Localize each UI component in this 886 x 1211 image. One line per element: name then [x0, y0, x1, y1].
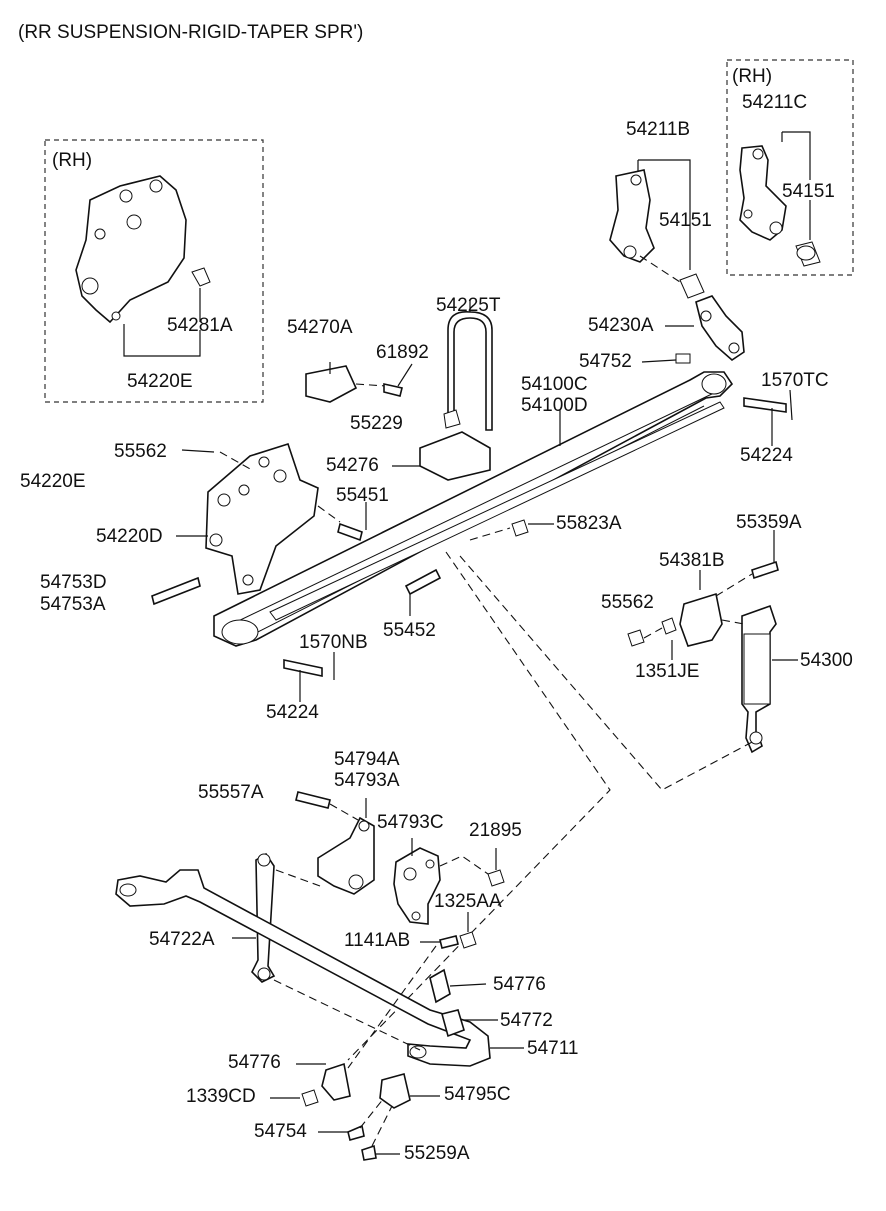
part-label[interactable]: 1339CD	[186, 1086, 256, 1107]
part-label[interactable]: 54276	[326, 455, 379, 476]
part-label[interactable]: 54220D	[96, 526, 163, 547]
part-label[interactable]: 54100D	[521, 395, 588, 416]
part-label[interactable]: 55359A	[736, 512, 802, 533]
part-label[interactable]: 54100C	[521, 374, 588, 395]
part-label[interactable]: 54151	[659, 210, 712, 231]
shackle-drawing	[695, 295, 745, 362]
part-label[interactable]: 54752	[579, 351, 632, 372]
part-label[interactable]: 55562	[114, 441, 167, 462]
diagram-title: (RR SUSPENSION-RIGID-TAPER SPR')	[18, 22, 364, 43]
leaf-spring-drawing	[213, 371, 734, 647]
part-label[interactable]: 54151	[782, 181, 835, 202]
part-label[interactable]: 54300	[800, 650, 853, 671]
part-label[interactable]: 55452	[383, 620, 436, 641]
part-label[interactable]: 54270A	[287, 317, 353, 338]
part-label[interactable]: 54224	[266, 702, 319, 723]
part-label[interactable]: 54230A	[588, 315, 654, 336]
bracket-rh-drawing	[75, 175, 211, 324]
shock-absorber-drawing	[741, 604, 777, 754]
part-label[interactable]: 54722A	[149, 929, 215, 950]
part-label[interactable]: 54754	[254, 1121, 307, 1142]
part-label[interactable]: 1325AA	[434, 891, 502, 912]
part-label[interactable]: 54795C	[444, 1084, 511, 1105]
part-label[interactable]: 54381B	[659, 550, 725, 571]
part-label[interactable]: 54772	[500, 1010, 553, 1031]
inset-label-left: (RH)	[52, 150, 93, 171]
part-label[interactable]: 54281A	[167, 315, 233, 336]
part-label[interactable]: 54220E	[127, 371, 193, 392]
part-label[interactable]: 54211C	[742, 92, 808, 113]
inset-label-right: (RH)	[732, 66, 773, 87]
part-label[interactable]: 1570NB	[299, 632, 368, 653]
part-label[interactable]: 61892	[376, 342, 429, 363]
part-label[interactable]: 54753D	[40, 572, 107, 593]
part-label[interactable]: 54211B	[626, 119, 691, 140]
inset-box-right	[726, 59, 854, 276]
front-bracket-drawing	[205, 443, 319, 595]
part-label[interactable]: 55557A	[198, 782, 264, 803]
part-label[interactable]: 54225T	[436, 295, 501, 316]
part-label[interactable]: 54220E	[20, 471, 86, 492]
part-label[interactable]: 54794A	[334, 749, 400, 770]
part-label[interactable]: 55229	[350, 413, 403, 434]
part-label[interactable]: 54793C	[377, 812, 444, 833]
part-label[interactable]: 1351JE	[635, 661, 700, 682]
part-label[interactable]: 54776	[493, 974, 546, 995]
hanger-drawing	[609, 169, 705, 299]
hanger-rh-drawing	[739, 145, 821, 267]
inset-box-left	[44, 139, 264, 403]
part-label[interactable]: 54753A	[40, 594, 106, 615]
bracket-54793A-drawing	[317, 816, 375, 895]
bracket-54793C-drawing	[393, 847, 441, 925]
stabilizer-bar-drawing	[115, 869, 491, 1067]
part-label[interactable]: 55451	[336, 485, 389, 506]
part-label[interactable]: 54711	[527, 1038, 579, 1059]
part-label[interactable]: 54776	[228, 1052, 281, 1073]
part-label[interactable]: 1141AB	[344, 930, 411, 951]
part-label[interactable]: 54793A	[334, 770, 400, 791]
part-label[interactable]: 54224	[740, 445, 793, 466]
part-label[interactable]: 21895	[469, 820, 522, 841]
part-label[interactable]: 55562	[601, 592, 654, 613]
part-label[interactable]: 1570TC	[761, 370, 829, 391]
part-label[interactable]: 55259A	[404, 1143, 470, 1164]
part-label[interactable]: 55823A	[556, 513, 622, 534]
stabilizer-link-drawing	[251, 852, 276, 983]
